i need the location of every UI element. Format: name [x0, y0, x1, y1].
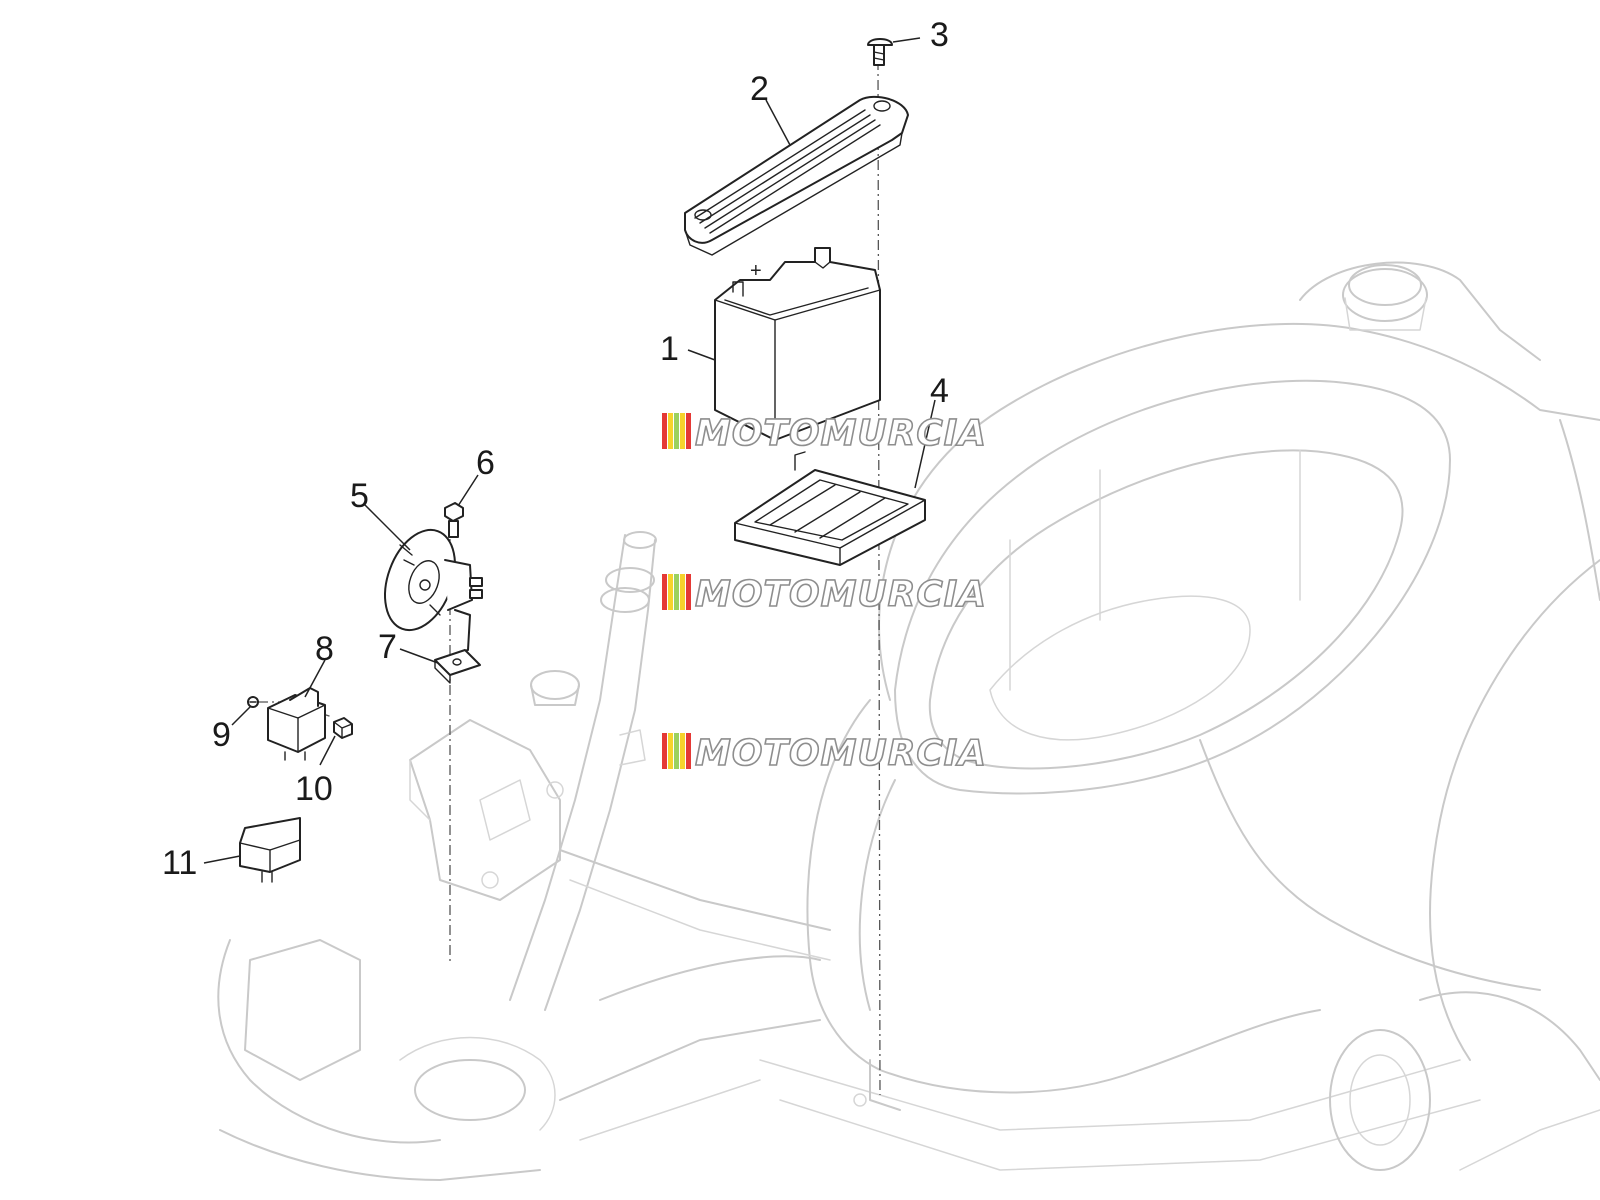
watermark-stripe — [686, 413, 691, 449]
battery-part: + — [714, 247, 881, 441]
watermark-stripe — [674, 413, 679, 449]
callout-1: 1 — [660, 330, 679, 368]
callout-10: 10 — [295, 770, 333, 808]
battery-strap-part — [684, 95, 909, 256]
watermark-text: MOTOMURCIA — [695, 574, 987, 615]
watermark-stripe — [668, 413, 673, 449]
watermark-stripe — [668, 733, 673, 769]
fuel-cap-ghost — [1299, 261, 1541, 361]
watermark-stripe — [662, 733, 667, 769]
scooter-frame-outline — [217, 261, 1600, 1181]
watermark-stripe — [686, 733, 691, 769]
callout-6: 6 — [476, 444, 495, 482]
watermark-stripe — [668, 574, 673, 610]
callout-11: 11 — [162, 844, 197, 882]
watermark-stripe — [680, 733, 685, 769]
watermark-text: MOTOMURCIA — [695, 413, 987, 454]
callout-2: 2 — [750, 70, 769, 108]
bolt-part — [444, 502, 464, 538]
watermark-2: MOTOMURCIA — [662, 573, 987, 616]
screw-part — [867, 38, 893, 66]
battery-polarity-label: + — [750, 260, 762, 282]
watermark-3: MOTOMURCIA — [662, 732, 987, 775]
callout-7: 7 — [378, 628, 397, 666]
watermark-stripe — [680, 574, 685, 610]
callout-5: 5 — [350, 477, 369, 515]
horn-part — [384, 528, 483, 653]
watermark-stripe — [662, 574, 667, 610]
callout-4: 4 — [930, 372, 949, 410]
watermark-1: MOTOMURCIA — [662, 412, 987, 455]
watermark-stripe — [680, 413, 685, 449]
watermark-stripe — [662, 413, 667, 449]
small-screw-part — [247, 696, 259, 708]
callout-9: 9 — [212, 716, 231, 754]
leader-lines — [203, 37, 936, 864]
flasher-relay-part — [239, 817, 301, 883]
watermark-text: MOTOMURCIA — [695, 733, 987, 774]
relay-part — [267, 687, 326, 761]
watermark-stripe — [686, 574, 691, 610]
callout-8: 8 — [315, 630, 334, 668]
callout-labels: 1 2 3 4 5 6 7 8 9 10 11 — [162, 16, 949, 882]
horn-bracket-part — [434, 649, 481, 684]
battery-tray-part — [734, 451, 926, 566]
plug-part — [333, 717, 353, 739]
watermark-stripe — [674, 574, 679, 610]
callout-3: 3 — [930, 16, 949, 54]
watermark-stripe — [674, 733, 679, 769]
